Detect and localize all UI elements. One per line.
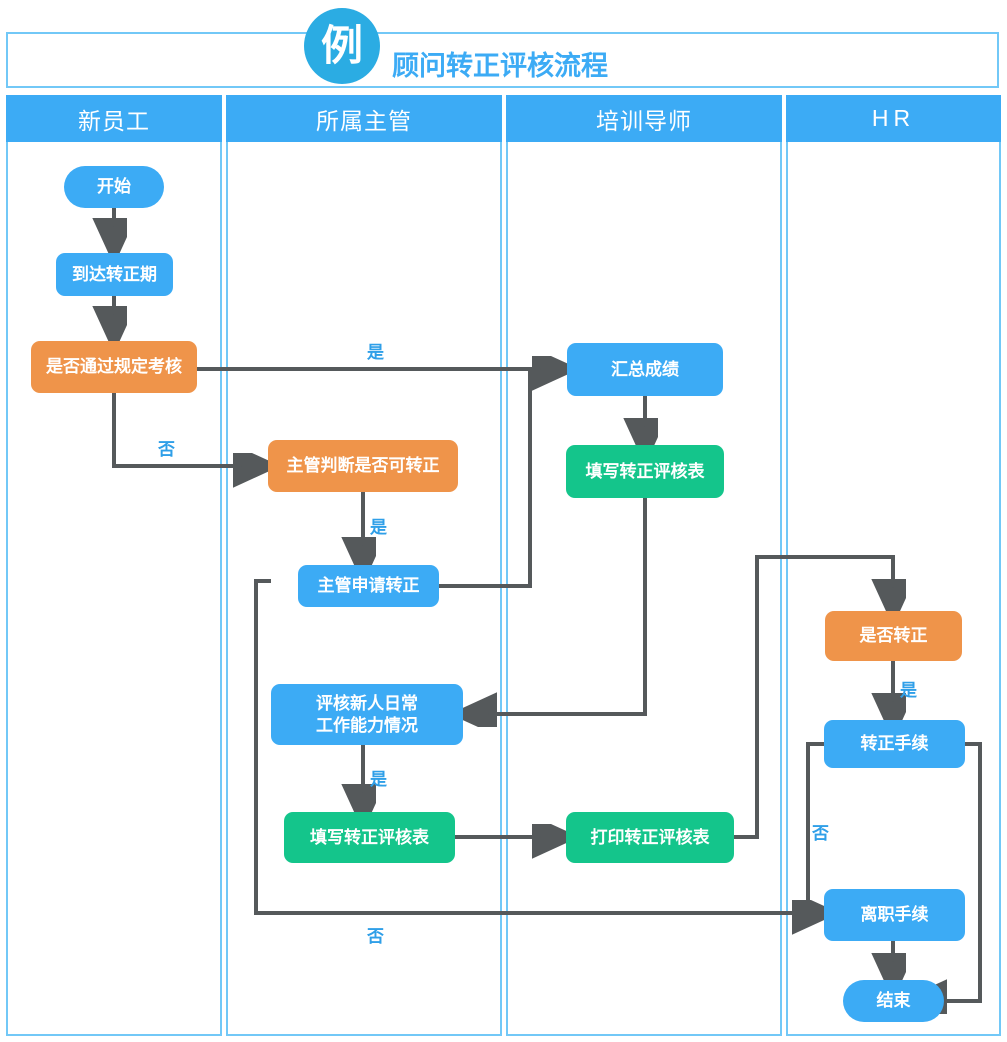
node-fill-regularization-form-trainer[interactable]: 填写转正评核表 [566,445,724,498]
node-evaluate-daily-work-ability[interactable]: 评核新人日常 工作能力情况 [271,684,463,745]
node-pass-required-assessment[interactable]: 是否通过规定考核 [31,341,197,393]
lane-trainer: 培训导师 [506,95,782,1036]
edge-label-evaluate-no: 否 [367,927,384,946]
node-regularization-procedure[interactable]: 转正手续 [824,720,965,768]
lane-hr: HR [786,95,1001,1036]
edge-label-mgrjudge-yes: 是 [370,518,387,537]
edge-passcheck-no [112,393,258,466]
edge-printform-to-confirm [734,555,893,839]
edge-mgrapply-to-sumscore [439,369,532,588]
edge-regular-to-end [922,742,982,1001]
lane-header-supervisor: 所属主管 [226,95,502,142]
edge-label-evaluate-yes: 是 [370,770,387,789]
node-resignation-procedure[interactable]: 离职手续 [824,889,965,941]
lane-body-new-employee [6,142,222,1036]
edge-label-confirm-yes: 是 [900,681,917,700]
lane-header-new-employee: 新员工 [6,95,222,142]
node-supervisor-judge-regularization[interactable]: 主管判断是否可转正 [268,440,458,492]
lane-header-hr: HR [786,95,1001,142]
node-fill-regularization-form-supervisor[interactable]: 填写转正评核表 [284,812,455,863]
node-summarize-scores[interactable]: 汇总成绩 [567,343,723,396]
node-arrive-probation-end[interactable]: 到达转正期 [56,253,173,296]
lane-body-trainer [506,142,782,1036]
lane-new-employee: 新员工 [6,95,222,1036]
page-title: 顾问转正评核流程 [392,51,608,81]
node-confirm-regularization[interactable]: 是否转正 [825,611,962,661]
title-box [6,32,999,88]
edge-label-passcheck-no: 否 [158,440,175,459]
node-end[interactable]: 结束 [843,980,944,1022]
example-badge: 例 [304,8,380,84]
edge-label-confirm-no: 否 [812,824,829,843]
node-start[interactable]: 开始 [64,166,164,208]
lane-body-hr [786,142,1001,1036]
lane-header-trainer: 培训导师 [506,95,782,142]
node-supervisor-apply-regularization[interactable]: 主管申请转正 [298,565,439,607]
edge-evaluate-no [254,579,817,913]
lane-supervisor: 所属主管 [226,95,502,1036]
edge-label-passcheck-yes: 是 [367,343,384,362]
edge-regular-no [806,742,824,913]
lane-body-supervisor [226,142,502,1036]
edge-fillform1-to-evaluate [472,498,647,714]
node-print-regularization-form[interactable]: 打印转正评核表 [566,812,734,863]
